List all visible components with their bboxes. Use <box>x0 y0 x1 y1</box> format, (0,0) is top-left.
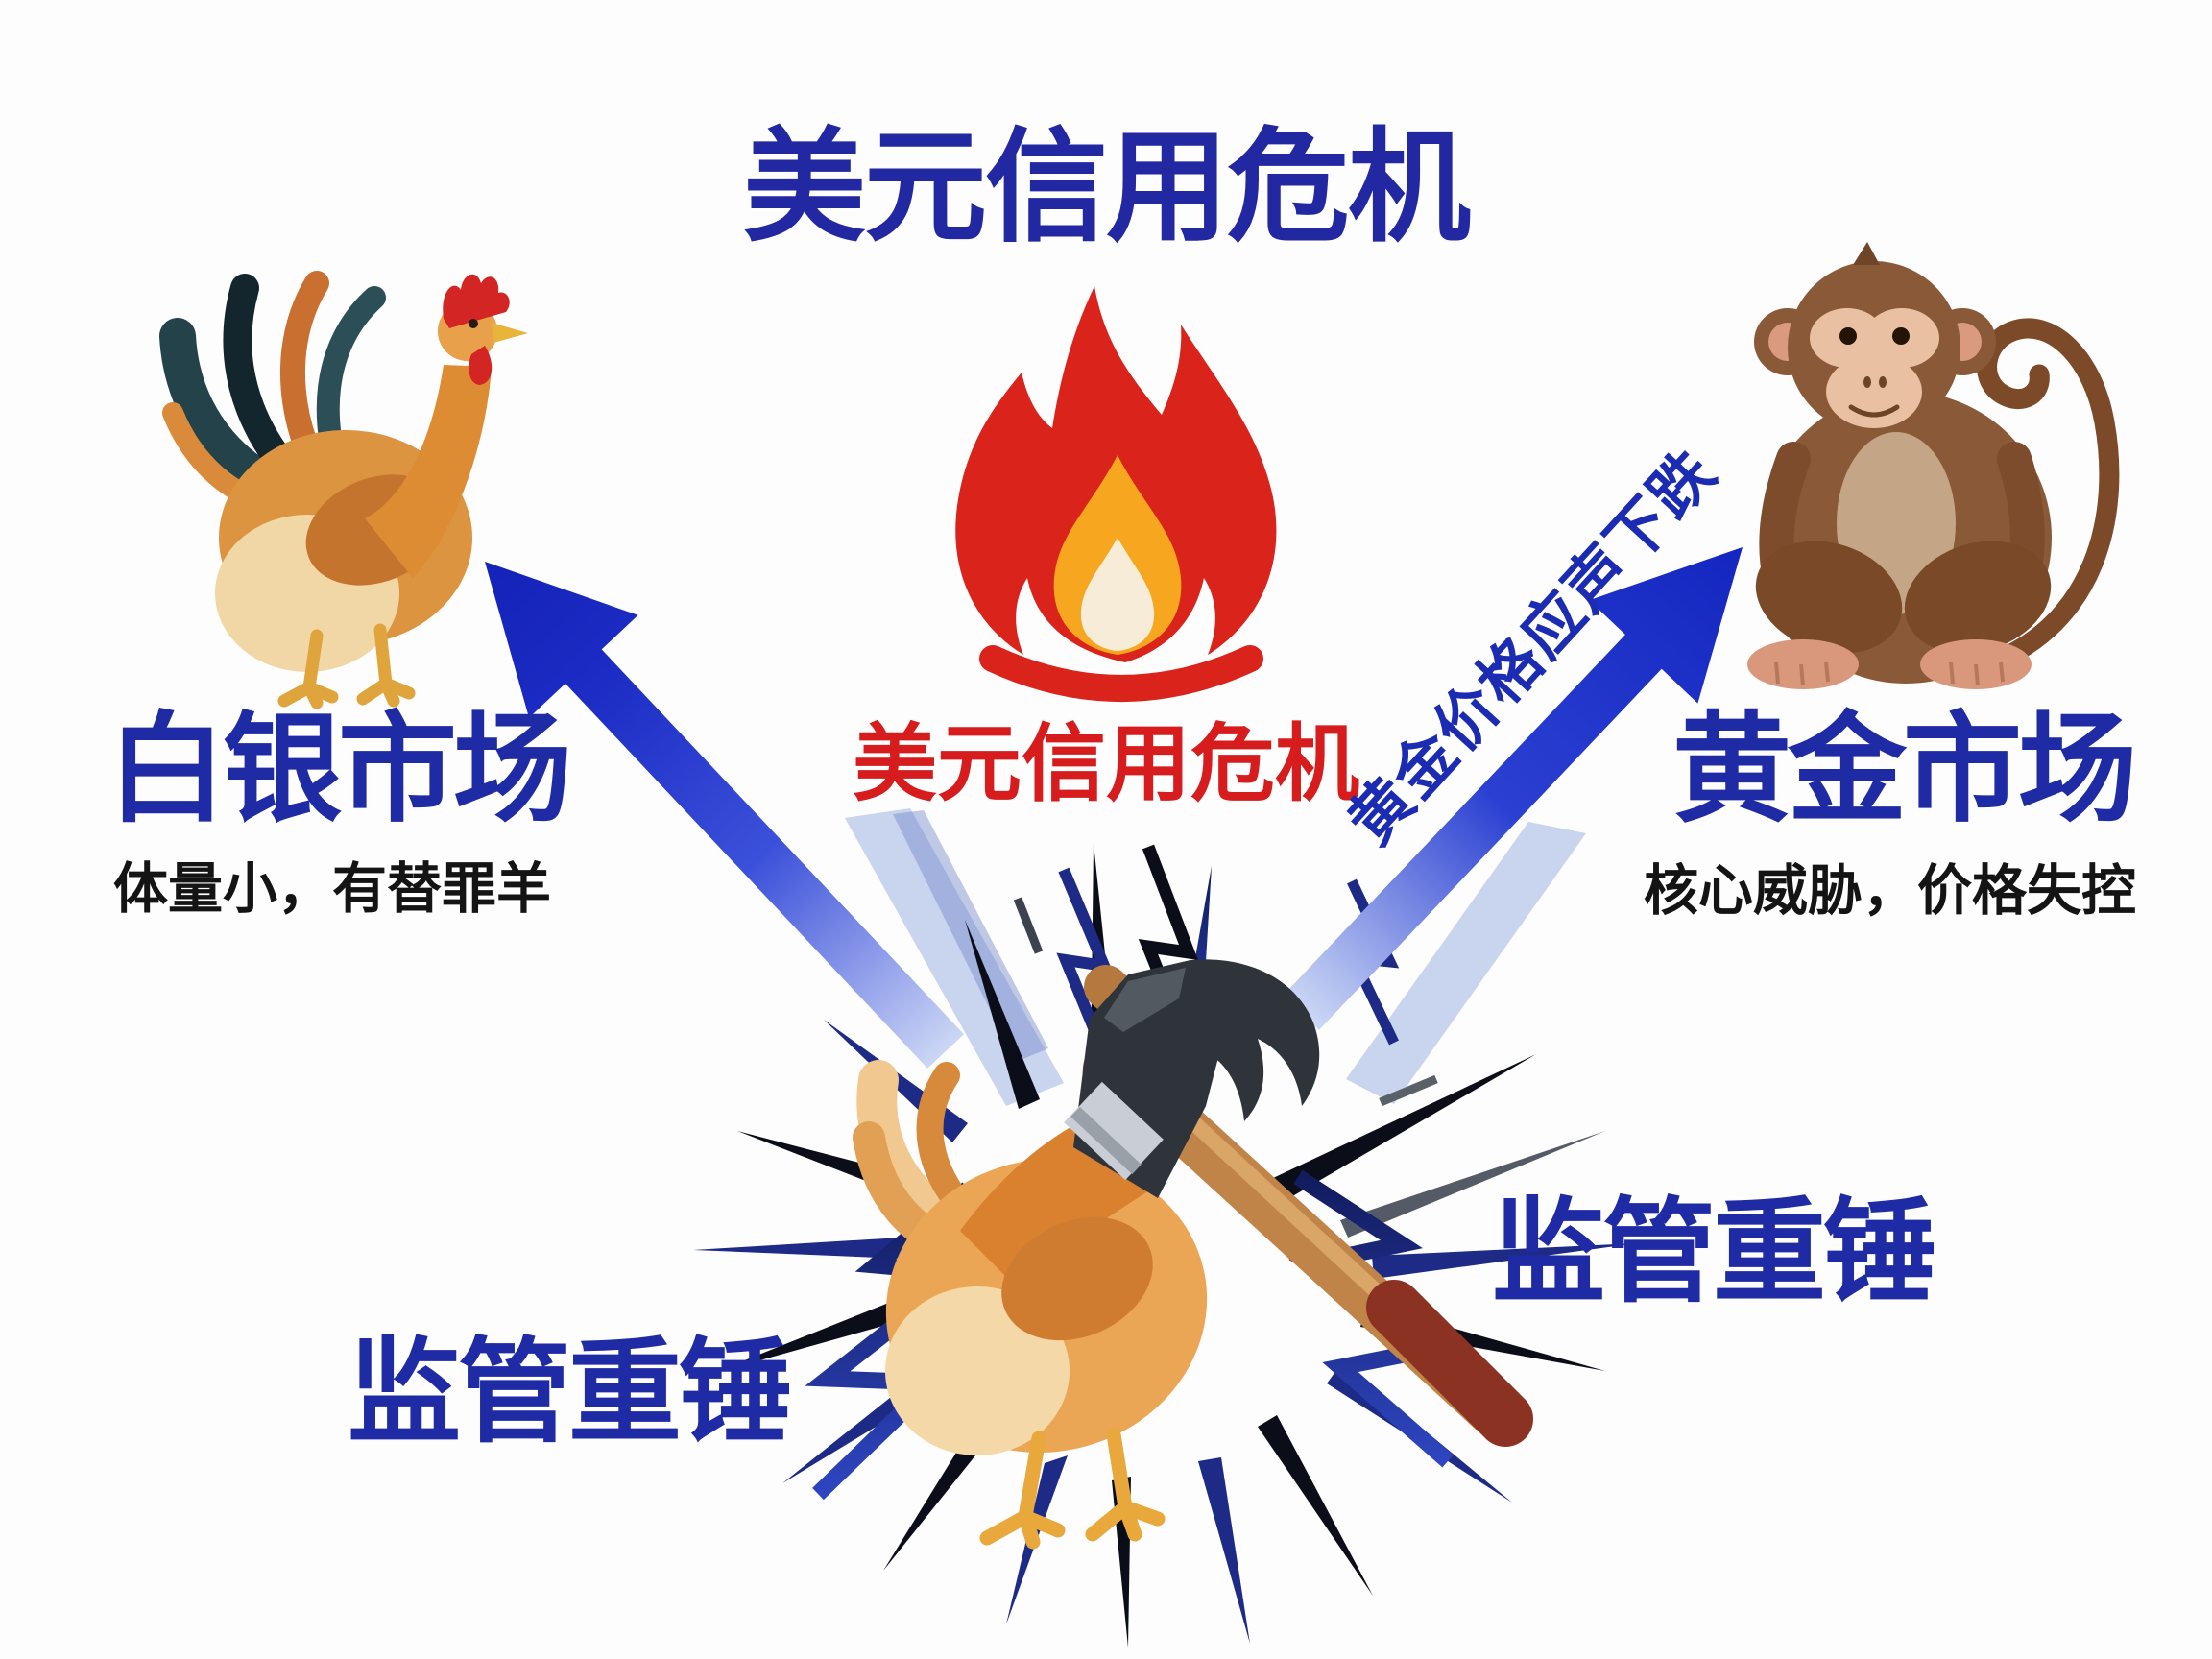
burst-dash <box>1379 1074 1438 1107</box>
rooster-illustration <box>159 271 528 709</box>
burst-spike <box>1271 1054 1536 1202</box>
fire-icon <box>955 286 1277 702</box>
burst-dash <box>1013 897 1044 954</box>
burst-spike <box>1340 1131 1605 1238</box>
gold-market-title: 黄金市场 <box>1672 704 2137 836</box>
crisis-center-label: 美元信用危机 <box>852 716 1360 811</box>
hammer-icon <box>1064 959 1533 1447</box>
burst-spike <box>1372 1243 1637 1279</box>
silver-market-title: 白银市场 <box>108 704 572 836</box>
burst-spike <box>1198 1457 1250 1644</box>
burst-spike <box>1258 1415 1373 1596</box>
burst-beam <box>1346 822 1586 1104</box>
burst-spike <box>709 1294 914 1375</box>
regulation-label-right: 监管重锤 <box>1492 1190 1936 1316</box>
left-arrow <box>485 562 964 1069</box>
hen-illustration <box>853 1040 1208 1550</box>
burst-spike <box>693 1238 903 1259</box>
lightning-bolt <box>1056 867 1116 1070</box>
page-title: 美元信用危机 <box>742 119 1471 256</box>
monkey-illustration <box>1747 242 2120 689</box>
burst-spike <box>965 920 1040 1109</box>
regulation-label-left: 监管重锤 <box>348 1330 792 1456</box>
silver-market-subtitle: 体量小，有替罪羊 <box>113 858 551 920</box>
right-arrow <box>1283 547 1743 1030</box>
gold-market-subtitle: 核心威胁，价格失控 <box>1644 860 2136 922</box>
